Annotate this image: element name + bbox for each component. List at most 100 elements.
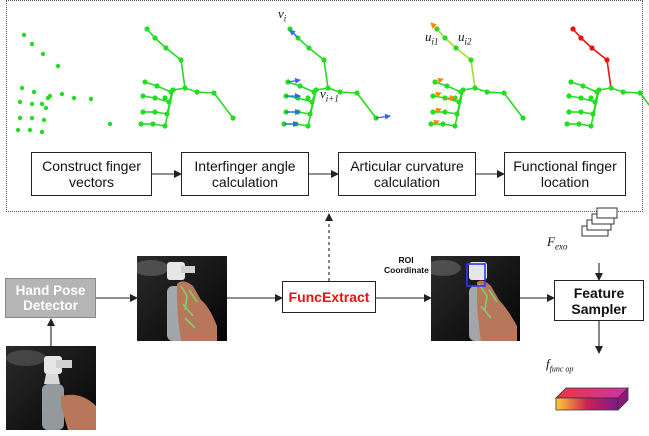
keypoint: [354, 90, 360, 96]
keypoint: [45, 95, 51, 101]
u-i2-label: ui2: [458, 29, 472, 47]
bone: [503, 92, 524, 119]
keypoint: [454, 111, 460, 117]
arrow-connectors: [47, 170, 629, 411]
curvature-arrow: [432, 107, 442, 114]
bone: [590, 89, 600, 127]
bone: [454, 89, 464, 127]
step-box-functional-finger: Functional finger location: [504, 152, 626, 196]
keypoint: [305, 95, 311, 101]
keypoint: [154, 83, 160, 89]
keypoint: [39, 101, 45, 107]
f-func-op-label: ffunc op: [546, 356, 574, 374]
bone: [356, 92, 377, 119]
keypoint: [590, 111, 596, 117]
keypoint: [311, 89, 317, 95]
keypoint: [580, 83, 586, 89]
keypoint: [230, 115, 236, 121]
hand-skeleton-curvature: [428, 26, 526, 129]
hand-skeleton-angle-2: [281, 26, 379, 129]
curvature-arrow: [430, 119, 440, 126]
v-i-label: vi: [278, 6, 287, 24]
keypoint: [40, 51, 46, 57]
bone: [591, 47, 608, 61]
keypoint: [19, 85, 25, 91]
bone: [606, 59, 612, 89]
keypoint: [564, 121, 570, 127]
keypoint: [182, 85, 188, 91]
bone: [164, 89, 174, 127]
keypoint: [578, 109, 584, 115]
keypoint: [166, 99, 172, 105]
roi-image-picture: [431, 256, 520, 341]
spray-bottle-picture: [6, 346, 96, 430]
keypoint: [29, 115, 35, 121]
hand-dots-construct: [15, 32, 113, 135]
keypoint: [17, 99, 23, 105]
keypoint: [337, 89, 343, 95]
keypoint: [608, 85, 614, 91]
bone: [196, 91, 215, 94]
keypoint: [620, 89, 626, 95]
keypoint: [568, 79, 574, 85]
keypoint: [576, 121, 582, 127]
keypoint: [592, 99, 598, 105]
keypoint: [152, 109, 158, 115]
keypoint: [566, 93, 572, 99]
roi-image: [431, 256, 520, 341]
keypoint: [570, 26, 576, 32]
keypoint: [321, 57, 327, 63]
hand-pose-detector-box: Hand Pose Detector: [5, 278, 96, 318]
keypoint: [88, 96, 94, 102]
bone: [486, 91, 505, 94]
funcextract-detail-panel: [6, 0, 643, 212]
hand-skeleton-group: [15, 22, 649, 135]
curvature-arrow: [434, 77, 444, 84]
keypoint: [588, 123, 594, 129]
vector-arrow: [289, 29, 299, 39]
keypoint: [152, 95, 158, 101]
keypoint: [140, 93, 146, 99]
keypoint: [566, 109, 572, 115]
keypoint: [456, 99, 462, 105]
keypoint: [578, 95, 584, 101]
bone: [213, 92, 234, 119]
slab-front: [555, 397, 619, 411]
hand-skeleton-functional: [564, 26, 649, 129]
keypoint: [484, 89, 490, 95]
keypoint: [150, 121, 156, 127]
bone: [455, 47, 472, 61]
funcextract-box: FuncExtract: [282, 281, 376, 313]
keypoint: [452, 123, 458, 129]
keypoint: [472, 85, 478, 91]
slab-side: [617, 387, 629, 411]
keypoint: [21, 32, 27, 38]
keypoint: [43, 105, 49, 111]
keypoint: [453, 45, 459, 51]
keypoint: [27, 127, 33, 133]
keypoint: [163, 45, 169, 51]
keypoint: [178, 57, 184, 63]
keypoint: [306, 45, 312, 51]
keypoint: [588, 95, 594, 101]
keypoint: [578, 35, 584, 41]
vector-arrow: [375, 113, 391, 120]
keypoint: [194, 89, 200, 95]
keypoint: [309, 99, 315, 105]
keypoint: [297, 83, 303, 89]
feature-sampler-box: Feature Sampler: [554, 280, 644, 321]
bone: [308, 47, 325, 61]
keypoint: [637, 90, 643, 96]
bone: [470, 59, 476, 89]
func-feature-slab: [555, 387, 629, 411]
vector-arrow: [287, 77, 301, 84]
step-box-interfinger-angle: Interfinger angle calculation: [181, 152, 309, 196]
u-i1-label: ui1: [425, 29, 439, 47]
bone: [165, 47, 182, 61]
bone: [180, 59, 186, 89]
keypoint: [152, 35, 158, 41]
step-box-construct-vectors: Construct finger vectors: [31, 152, 152, 196]
bone: [622, 91, 641, 94]
